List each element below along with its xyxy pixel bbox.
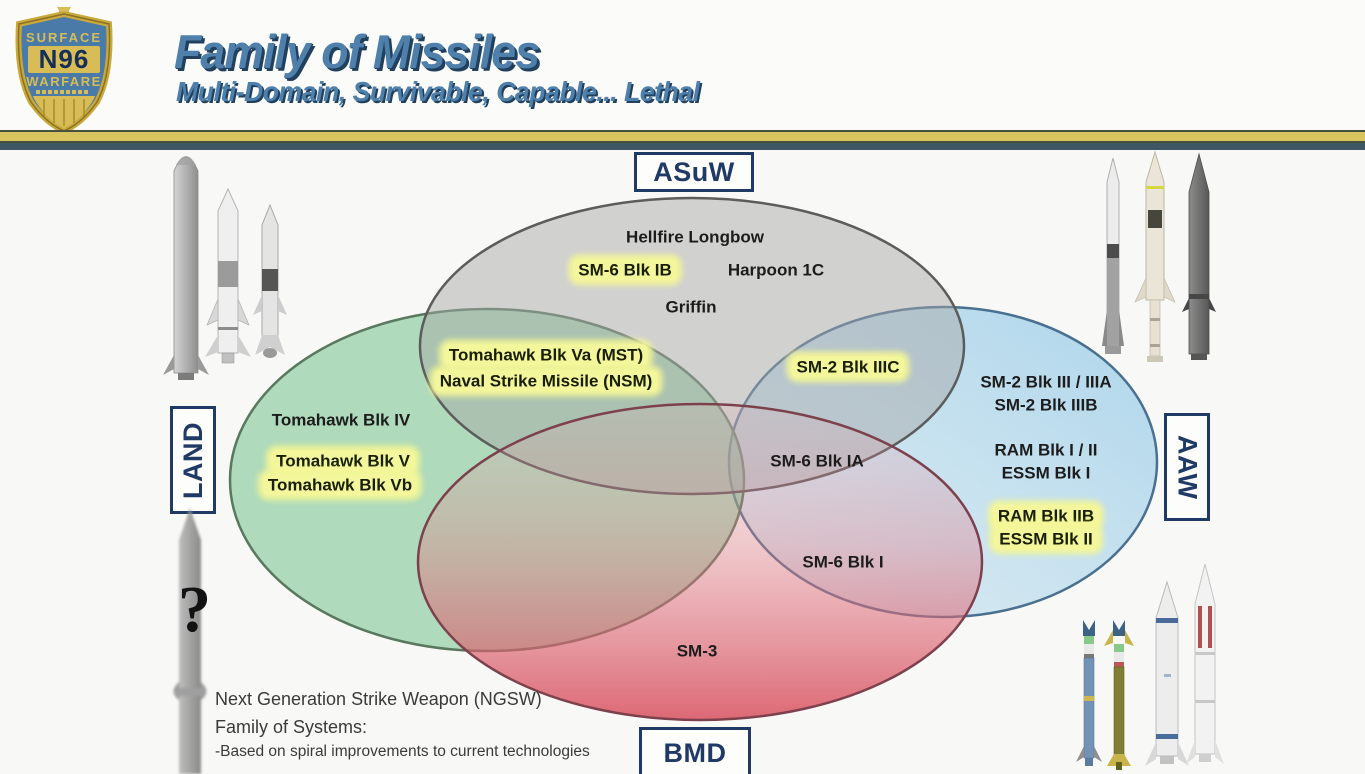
- logo-text-n96: N96: [39, 44, 90, 74]
- ngsw-note-line2: Family of Systems:: [215, 716, 368, 737]
- venn-item: RAM Blk IIB: [992, 505, 1100, 527]
- category-box-aaw: AAW: [1164, 413, 1210, 521]
- venn-item: SM-6 Blk I: [802, 552, 884, 572]
- category-label-asuw: ASuW: [653, 156, 735, 187]
- slide-header: SURFACE N96 WARFARE Family of Missiles M…: [0, 0, 1365, 134]
- land-attack-missiles-icon: [163, 156, 287, 380]
- header-separator-slate-bar: [0, 143, 1365, 150]
- venn-item: ESSM Blk I: [1001, 463, 1091, 483]
- logo-text-warfare: WARFARE: [26, 74, 102, 89]
- venn-item: SM-2 Blk IIIB: [994, 395, 1098, 415]
- ngsw-note-line3: -Based on spiral improvements to current…: [215, 742, 590, 760]
- venn-item: Griffin: [665, 297, 717, 317]
- category-label-aaw: AAW: [1172, 434, 1203, 500]
- venn-item: Tomahawk Blk V: [271, 450, 415, 472]
- venn-item: RAM Blk I / II: [994, 440, 1098, 460]
- slide-title: Family of Missiles: [174, 25, 540, 78]
- venn-item: Tomahawk Blk Va (MST): [443, 344, 649, 366]
- venn-item: SM-2 Blk III / IIIA: [980, 372, 1112, 392]
- venn-ellipse-bmd: [416, 402, 984, 722]
- venn-item: ESSM Blk II: [994, 528, 1098, 550]
- venn-item: SM-6 Blk IB: [573, 259, 677, 281]
- venn-item: SM-2 Blk IIIC: [791, 356, 905, 378]
- venn-item: Hellfire Longbow: [626, 227, 764, 247]
- slide-subtitle: Multi-Domain, Survivable, Capable... Let…: [176, 76, 700, 107]
- venn-item: Tomahawk Blk IV: [271, 410, 411, 430]
- question-mark: ?: [178, 573, 211, 646]
- category-box-bmd: BMD: [639, 727, 751, 774]
- ngsw-note-line1: Next Generation Strike Weapon (NGSW): [215, 689, 542, 709]
- category-label-bmd: BMD: [663, 737, 727, 768]
- venn-item: SM-6 Blk IA: [770, 451, 864, 471]
- category-box-land: LAND: [170, 406, 216, 514]
- category-box-asuw: ASuW: [634, 152, 754, 192]
- logo-text-surface: SURFACE: [26, 30, 102, 45]
- venn-item: Naval Strike Missile (NSM): [434, 370, 658, 392]
- ngsw-note: Next Generation Strike Weapon (NGSW) Fam…: [215, 686, 590, 763]
- n96-surface-warfare-logo-icon: SURFACE N96 WARFARE: [15, 7, 113, 134]
- venn-item: SM-3: [676, 641, 718, 661]
- air-defense-missiles-icon: [1102, 150, 1216, 362]
- venn-item: Tomahawk Blk Vb: [262, 474, 418, 496]
- standard-missile-family-icon: [1076, 563, 1224, 770]
- future-weapon-silhouette-icon: [173, 508, 207, 774]
- header-separator-gold-bar: [0, 130, 1365, 143]
- category-label-land: LAND: [177, 421, 208, 499]
- venn-item: Harpoon 1C: [727, 260, 825, 280]
